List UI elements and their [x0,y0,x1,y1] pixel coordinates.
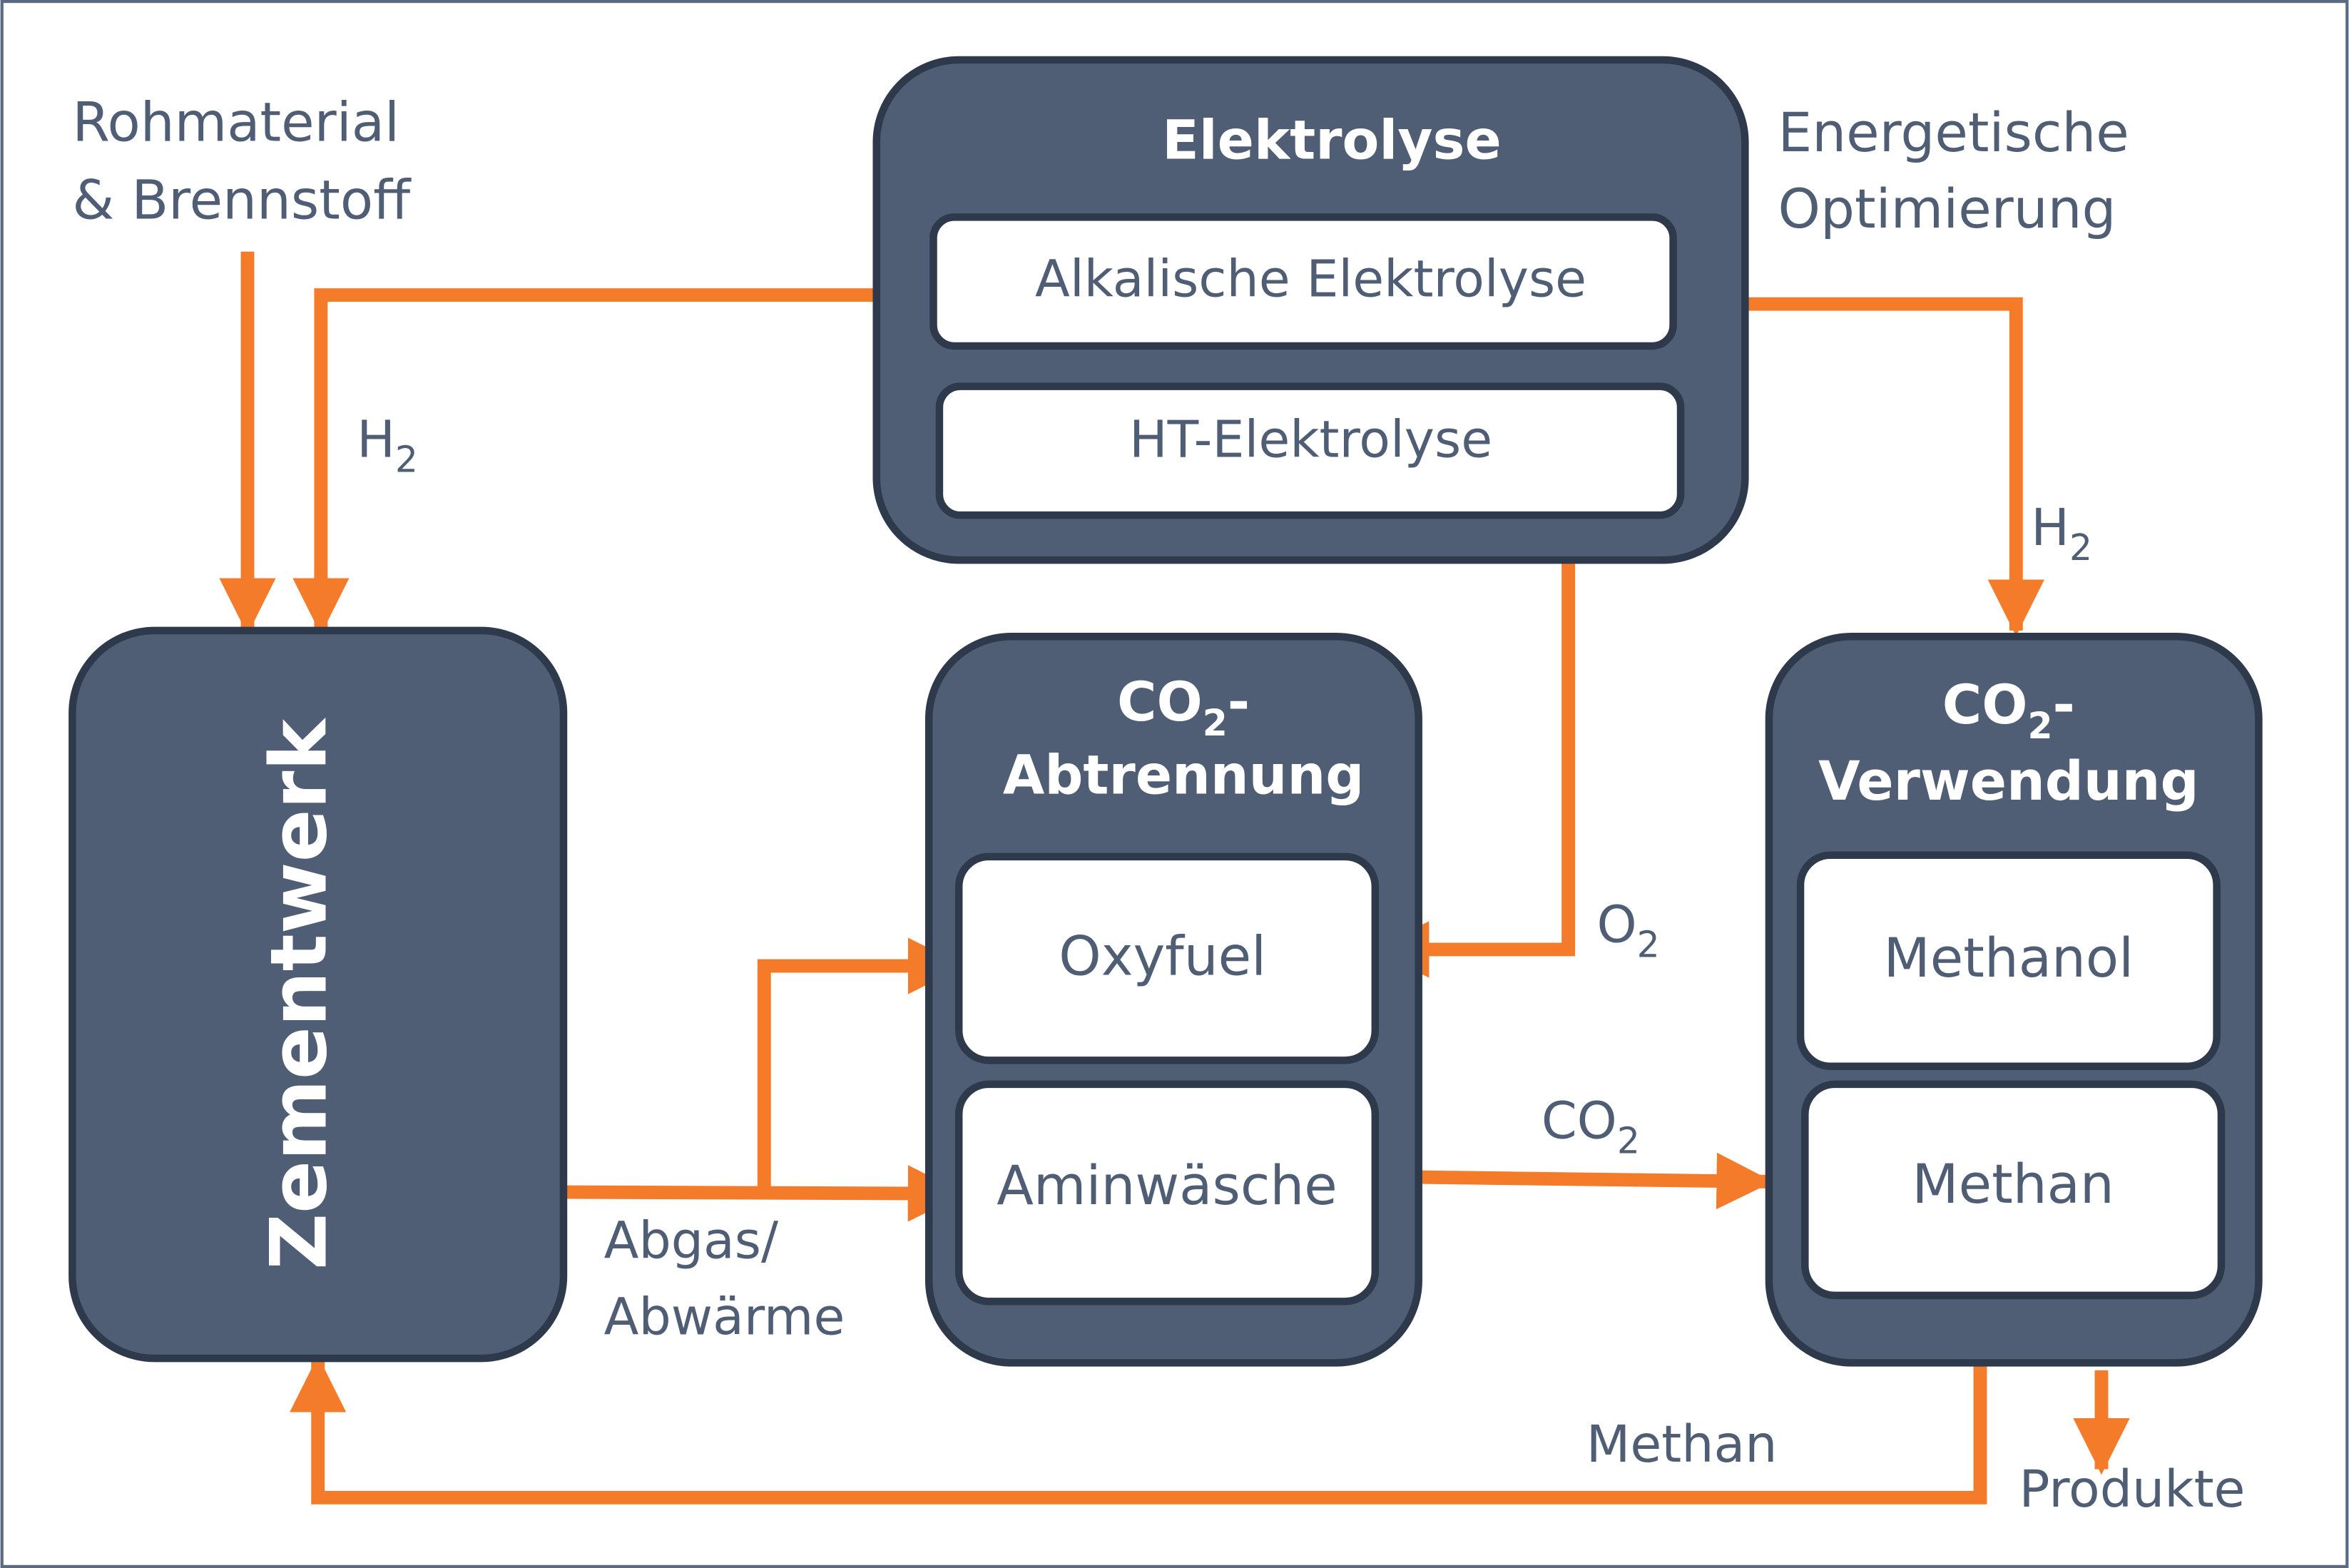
ht-elektrolyse-label: HT-Elektrolyse [1129,409,1492,469]
methanol-label: Methanol [1884,927,2134,989]
methan-return-label: Methan [1586,1415,1778,1474]
o2-label: O2 [1597,895,1660,965]
abtrennung-title-line1: CO2- [1117,671,1250,744]
elektrolyse-block: Elektrolyse Alkalische Elektrolyse HT-El… [872,56,1749,564]
arrow-o2-to-oxyfuel [1372,559,1576,978]
abgas-label-line2: Abwärme [604,1288,845,1347]
verwendung-title-line1: CO2- [1942,673,2075,747]
energetische-label-line2: Optimierung [1778,178,2116,240]
co2-verwendung-block: CO2- Verwendung Methanol Methan [1765,632,2263,1367]
methanol-box [1796,851,2221,1070]
arrow-h2-elektrolyse-to-zementwerk [292,288,875,635]
arrow-abgas-to-oxyfuel [757,937,965,1193]
methan-label: Methan [1912,1153,2114,1216]
aminwaesche-box [954,1080,1380,1305]
oxyfuel-label: Oxyfuel [1059,925,1266,988]
rohmaterial-label-line1: Rohmaterial [72,91,399,153]
arrow-h2-elektrolyse-to-verwendung [1746,297,2045,636]
methan-box [1801,1080,2226,1300]
h2-left-label: H2 [357,409,418,480]
rohmaterial-label-line2: & Brennstoff [72,169,412,232]
zementwerk-block: Zementwerk [68,626,568,1363]
abgas-label-line1: Abgas/ [604,1211,779,1270]
abtrennung-title-line2: Abtrennung [1003,744,1364,807]
arrow-abgas-to-aminwaesche [566,1165,965,1222]
zementwerk-title: Zementwerk [254,717,345,1270]
arrow-co2-to-verwendung [1418,1152,1773,1210]
h2-right-label: H2 [2031,498,2092,569]
aminwaesche-label: Aminwäsche [997,1154,1337,1217]
energetische-label-line1: Energetische [1778,101,2129,164]
co2-abtrennung-block: CO2- Abtrennung Oxyfuel Aminwäsche [924,632,1422,1367]
arrow-methan-to-zementwerk [290,1355,1987,1505]
produkte-label: Produkte [2019,1460,2246,1519]
alkalische-elektrolyse-box [929,213,1677,350]
alkalische-elektrolyse-label: Alkalische Elektrolyse [1035,250,1586,309]
elektrolyse-title: Elektrolyse [1162,109,1502,172]
oxyfuel-box [954,852,1380,1064]
verwendung-title-line2: Verwendung [1818,750,2198,813]
ht-elektrolyse-box [935,382,1685,519]
co2-flow-label: CO2 [1542,1091,1640,1161]
